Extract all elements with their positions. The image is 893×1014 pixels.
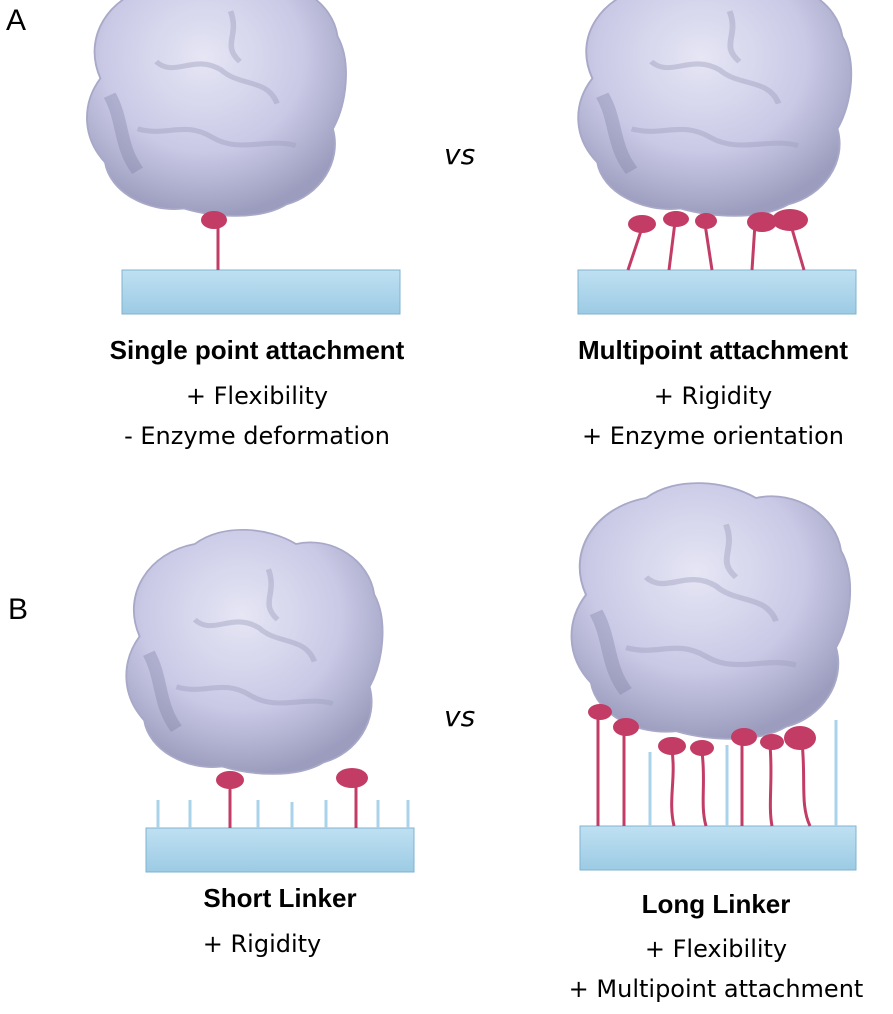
panel-a-left-note-2: - Enzyme deformation [124, 422, 390, 450]
panel-a-left-scene [86, 0, 401, 315]
panel-b-right-note-1: + Flexibility [644, 935, 788, 963]
panel-a-right-note-1: + Rigidity [653, 382, 773, 410]
attachment-sites [628, 209, 808, 233]
solid-support [121, 269, 401, 315]
panel-a-label: A [6, 4, 27, 37]
attachment-sites [216, 768, 368, 789]
solid-support [579, 825, 857, 871]
panel-a-right-note-2: + Enzyme orientation [582, 422, 844, 450]
panel-a-right-scene [577, 0, 857, 315]
attachment-linkers [596, 715, 812, 827]
attachment-sites [588, 704, 816, 756]
enzyme-surface [570, 482, 852, 740]
panel-b-left-scene [125, 528, 415, 873]
solid-support [577, 269, 857, 315]
panel-b-left-title: Short Linker [203, 883, 357, 913]
panel-b-vs: vs [444, 700, 476, 733]
panel-b-left-note-1: + Rigidity [202, 930, 322, 958]
short-linkers [156, 800, 410, 828]
panel-a-left-note-1: + Flexibility [185, 382, 329, 410]
panel-b-right-title: Long Linker [641, 889, 791, 919]
long-linkers [648, 720, 838, 826]
panel-b-label: B [8, 593, 29, 626]
attachment-site [201, 211, 227, 229]
solid-support [145, 827, 415, 873]
panel-a-right-title: Multipoint attachment [577, 335, 849, 365]
enzyme-surface [577, 0, 853, 217]
enzyme-surface [86, 0, 347, 217]
panel-a-vs: vs [444, 138, 476, 171]
panel-a-left-title: Single point attachment [109, 335, 405, 365]
panel-b-right-scene [570, 482, 857, 871]
attachment-linkers [228, 785, 358, 828]
panel-b-right-note-2: + Multipoint attachment [568, 975, 864, 1003]
attachment-linkers [626, 221, 806, 271]
enzyme-surface [125, 528, 384, 775]
